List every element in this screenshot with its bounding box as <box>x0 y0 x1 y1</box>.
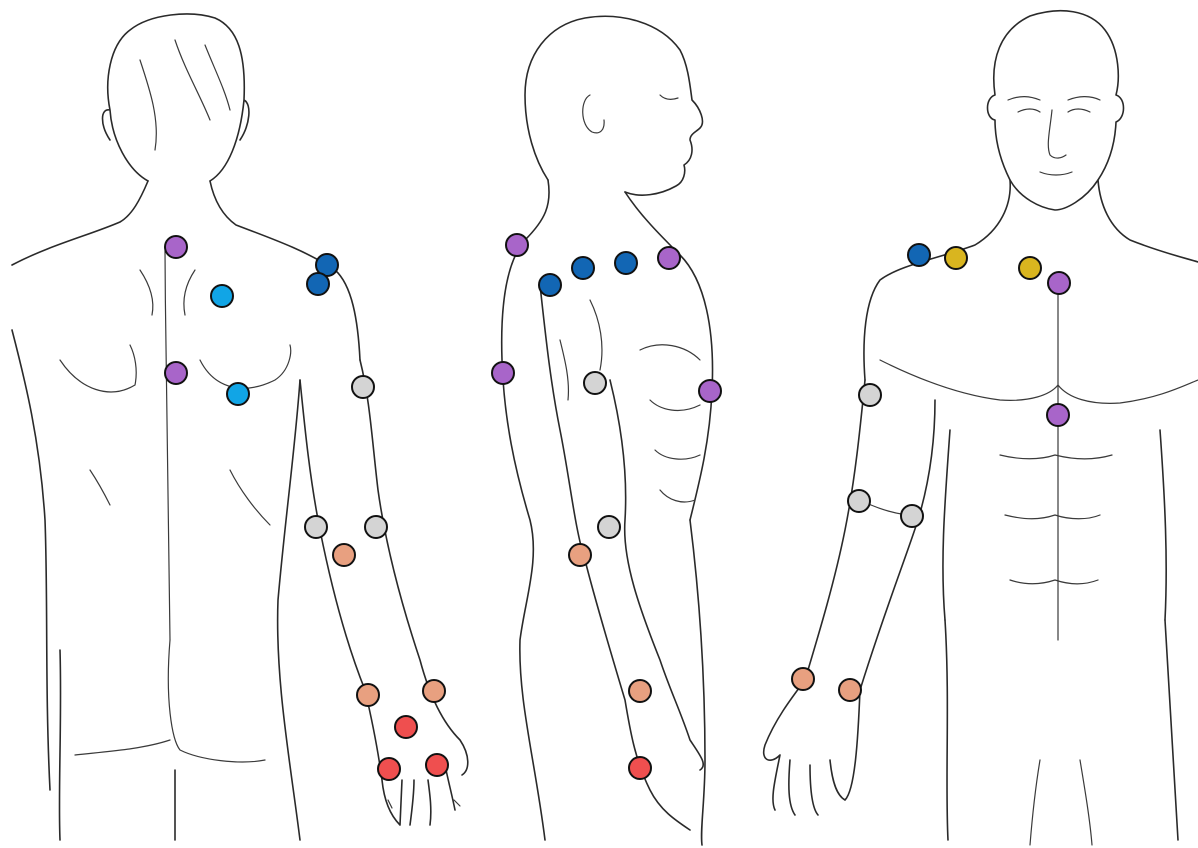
marker-back-scapula-lightblue-upper[interactable] <box>211 285 233 307</box>
front-view-figure <box>764 11 1198 845</box>
marker-back-shoulder-blue-lower[interactable] <box>307 273 329 295</box>
marker-back-wrist-salmon-left[interactable] <box>357 684 379 706</box>
marker-side-neck-purple[interactable] <box>506 234 528 256</box>
marker-back-elbow-gray-right[interactable] <box>365 516 387 538</box>
marker-front-elbow-gray-right[interactable] <box>901 505 923 527</box>
marker-back-hand-red-right[interactable] <box>426 754 448 776</box>
marker-back-neck-purple[interactable] <box>165 236 187 258</box>
marker-side-hand-red[interactable] <box>629 757 651 779</box>
marker-front-sternum-purple-upper[interactable] <box>1048 272 1070 294</box>
marker-back-hand-red-left[interactable] <box>378 758 400 780</box>
marker-front-arm-gray-upper[interactable] <box>859 384 881 406</box>
marker-side-chest-purple[interactable] <box>699 380 721 402</box>
marker-side-clavicle-purple[interactable] <box>658 247 680 269</box>
marker-back-forearm-salmon[interactable] <box>333 544 355 566</box>
marker-front-clavicle-yellow-left[interactable] <box>945 247 967 269</box>
marker-back-wrist-salmon-right[interactable] <box>423 680 445 702</box>
side-view-figure <box>502 16 713 845</box>
marker-front-shoulder-blue[interactable] <box>908 244 930 266</box>
marker-front-clavicle-yellow-right[interactable] <box>1019 257 1041 279</box>
marker-side-wrist-salmon[interactable] <box>629 680 651 702</box>
marker-back-hand-red-upper[interactable] <box>395 716 417 738</box>
marker-back-elbow-gray-upper[interactable] <box>352 376 374 398</box>
marker-side-shoulder-blue-front[interactable] <box>615 252 637 274</box>
marker-front-elbow-gray-left[interactable] <box>848 490 870 512</box>
joint-markers <box>165 234 1070 780</box>
marker-side-forearm-salmon[interactable] <box>569 544 591 566</box>
marker-back-spine-purple[interactable] <box>165 362 187 384</box>
marker-side-back-purple[interactable] <box>492 362 514 384</box>
marker-front-wrist-salmon-right[interactable] <box>839 679 861 701</box>
marker-front-wrist-salmon-left[interactable] <box>792 668 814 690</box>
marker-front-sternum-purple-lower[interactable] <box>1047 404 1069 426</box>
marker-back-scapula-lightblue-lower[interactable] <box>227 383 249 405</box>
marker-side-shoulder-blue-back[interactable] <box>539 274 561 296</box>
marker-side-shoulder-blue-mid[interactable] <box>572 257 594 279</box>
back-view-figure <box>12 14 468 840</box>
marker-side-elbow-gray-upper[interactable] <box>584 372 606 394</box>
marker-side-elbow-gray-lower[interactable] <box>598 516 620 538</box>
marker-back-elbow-gray-left[interactable] <box>305 516 327 538</box>
